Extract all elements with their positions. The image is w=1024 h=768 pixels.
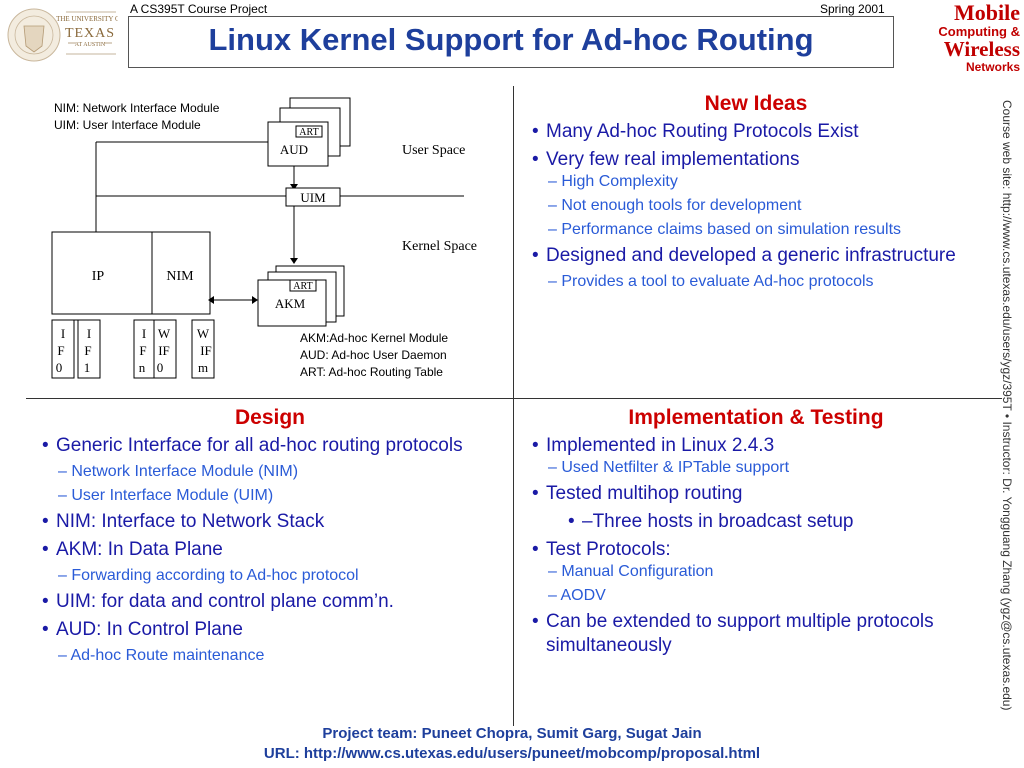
mobile-computing-wireless-logo: Mobile Computing & Wireless Networks (900, 0, 1020, 75)
aud-label: AUD (280, 142, 308, 157)
sub-list-item: High Complexity (530, 172, 982, 192)
horizontal-divider (26, 398, 1002, 399)
sub-list-item: Ad-hoc Route maintenance (40, 646, 500, 666)
interface-1-c3: 1 (84, 360, 91, 375)
mcw-logo-line2: Computing & (938, 24, 1020, 39)
interface-1-c1: I (87, 326, 91, 341)
legend-uim: UIM: User Interface Module (54, 118, 201, 132)
mcw-logo-line1: Mobile (954, 0, 1020, 25)
kernel-space-label: Kernel Space (402, 239, 477, 254)
course-label: A CS395T Course Project (130, 2, 268, 16)
project-url: URL: http://www.cs.utexas.edu/users/pune… (263, 745, 761, 762)
sub-list-item: Used Netfilter & IPTable support (530, 458, 982, 478)
akm-label: AKM (275, 296, 306, 311)
sub-list-item: User Interface Module (UIM) (40, 486, 500, 506)
sub-list-item-text: Three hosts in broadcast setup (592, 511, 854, 532)
sub-list-item: Not enough tools for development (530, 196, 982, 216)
list-item: Can be extended to support multiple prot… (530, 610, 982, 658)
art-label-kernel: ART (293, 281, 312, 292)
art-label-user: ART (299, 127, 318, 138)
implementation-title: Implementation & Testing (628, 406, 884, 429)
vertical-divider (513, 86, 514, 726)
wireless-interface-m-c3: m (198, 360, 208, 375)
wireless-interface-0-c3: 0 (157, 360, 164, 375)
sub-dash: – (582, 511, 593, 532)
wireless-interface-0-c1: W (158, 326, 171, 341)
mcw-logo-line4: Networks (965, 60, 1020, 74)
list-item: Designed and developed a generic infrast… (530, 244, 982, 268)
new-ideas-title: New Ideas (704, 92, 808, 115)
user-space-label: User Space (402, 143, 465, 158)
ut-logo-line3: AT AUSTIN (75, 42, 106, 48)
interface-0-c1: I (61, 326, 65, 341)
wireless-interface-m-c1: W (197, 326, 210, 341)
list-item: UIM: for data and control plane comm’n. (40, 590, 500, 614)
list-item: Many Ad-hoc Routing Protocols Exist (530, 120, 982, 144)
implementation-section: Implementation & Testing Implemented in … (530, 406, 982, 658)
uim-label: UIM (300, 190, 326, 205)
legend-aud: AUD: Ad-hoc User Daemon (300, 348, 447, 362)
list-item: Test Protocols: (530, 538, 982, 562)
legend-art: ART: Ad-hoc Routing Table (300, 365, 443, 379)
title-box (128, 16, 894, 68)
interface-n-c2: F (139, 343, 146, 358)
architecture-diagram: NIM: Network Interface Module UIM: User … (50, 94, 486, 386)
interface-n-c1: I (142, 326, 146, 341)
mcw-logo-line3: Wireless (943, 37, 1020, 61)
legend-akm: AKM:Ad-hoc Kernel Module (300, 331, 448, 345)
sub-list-item: Network Interface Module (NIM) (40, 462, 500, 482)
page-title: Linux Kernel Support for Ad-hoc Routing (208, 22, 814, 57)
nim-label: NIM (166, 269, 194, 284)
interface-1-c2: F (84, 343, 91, 358)
ut-logo-line2: TEXAS (65, 26, 115, 41)
list-item: Generic Interface for all ad-hoc routing… (40, 434, 500, 458)
ut-logo-line1: THE UNIVERSITY OF (56, 15, 118, 23)
legend-nim: NIM: Network Interface Module (54, 101, 220, 115)
term-label: Spring 2001 (820, 2, 885, 16)
project-team: Project team: Puneet Chopra, Sumit Garg,… (322, 725, 702, 742)
sub-list-item: Manual Configuration (530, 562, 982, 582)
list-item: AUD: In Control Plane (40, 618, 500, 642)
list-item: Tested multihop routing (530, 482, 982, 506)
new-ideas-section: New Ideas Many Ad-hoc Routing Protocols … (530, 92, 982, 292)
design-title: Design (234, 406, 305, 429)
sub-list-item: Performance claims based on simulation r… (530, 220, 982, 240)
sub-list-item-large: –Three hosts in broadcast setup (530, 510, 982, 534)
wireless-interface-0-c2: IF (158, 343, 170, 358)
sub-list-item: Forwarding according to Ad-hoc protocol (40, 566, 500, 586)
list-item: Implemented in Linux 2.4.3 (530, 434, 982, 458)
side-note: Course web site: http://www.cs.utexas.ed… (1000, 100, 1024, 710)
list-item: Very few real implementations (530, 148, 982, 172)
interface-n-c3: n (139, 360, 146, 375)
design-section: Design Generic Interface for all ad-hoc … (40, 406, 500, 666)
side-note-text: Course web site: http://www.cs.utexas.ed… (1000, 100, 1014, 711)
interface-0-c3: 0 (56, 360, 63, 375)
sub-list-item: Provides a tool to evaluate Ad-hoc proto… (530, 272, 982, 292)
interface-0-c2: F (57, 343, 64, 358)
sub-list-item: AODV (530, 586, 982, 606)
ip-label: IP (92, 269, 105, 284)
footer: Project team: Puneet Chopra, Sumit Garg,… (150, 724, 874, 764)
wireless-interface-m-c2: IF (200, 343, 212, 358)
list-item: AKM: In Data Plane (40, 538, 500, 562)
ut-austin-logo: THE UNIVERSITY OF TEXAS AT AUSTIN (7, 8, 118, 62)
list-item: NIM: Interface to Network Stack (40, 510, 500, 534)
